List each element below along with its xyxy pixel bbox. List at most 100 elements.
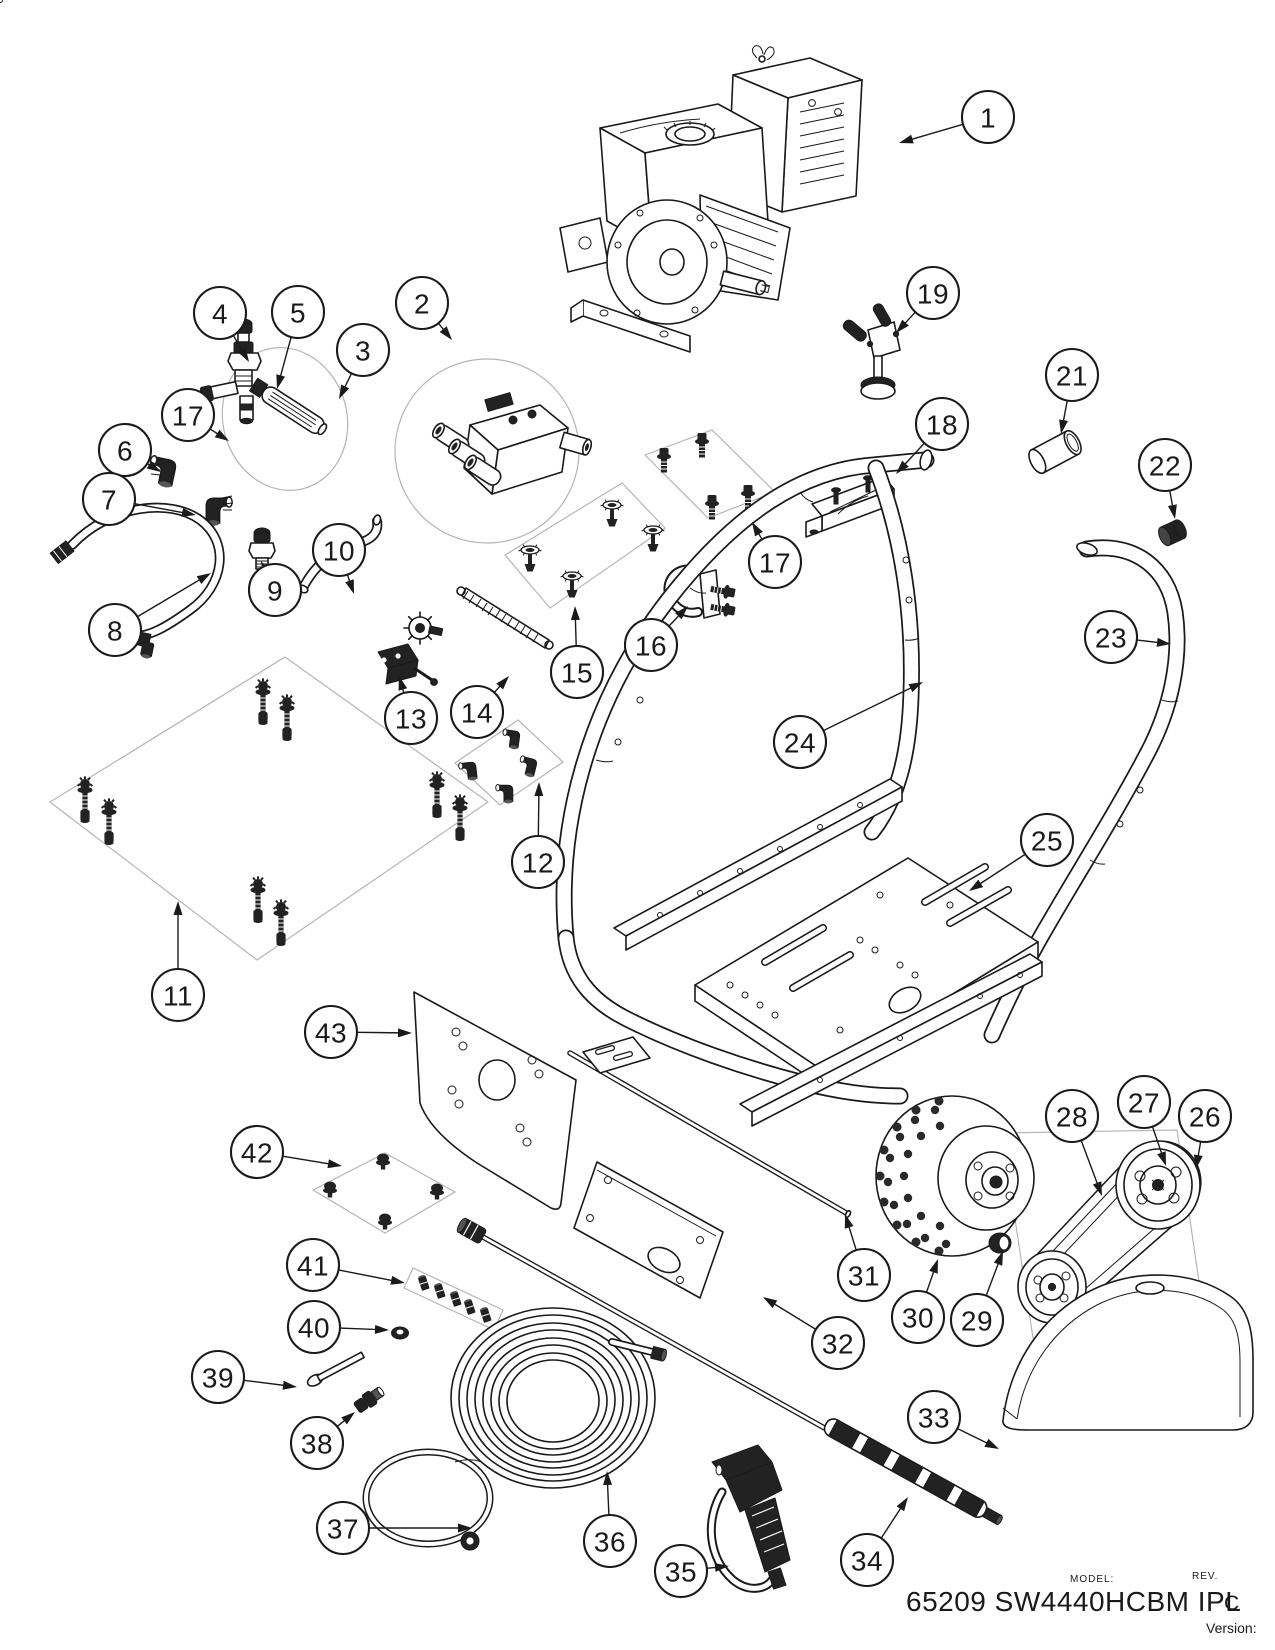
button-bolt-set-42 — [323, 1153, 444, 1230]
rev-label: REV. — [1192, 1571, 1218, 1582]
unloader-handle — [249, 377, 328, 436]
coupler-38 — [353, 1386, 385, 1413]
axle-cap-29 — [988, 1232, 1012, 1254]
callout-15: 15 — [549, 606, 605, 700]
callout-number: 39 — [202, 1363, 234, 1394]
callout-number: 17 — [172, 401, 204, 432]
callout-number: 27 — [1128, 1088, 1160, 1119]
callout-43: 43 — [303, 1004, 412, 1060]
bushing-21 — [1028, 429, 1082, 475]
callout-17: 17 — [160, 387, 229, 443]
belt-guard-33 — [1002, 1274, 1254, 1431]
lance-34 — [456, 1217, 1003, 1525]
callout-11: 11 — [150, 901, 206, 1023]
callout-number: 41 — [297, 1251, 329, 1282]
callout-number: 32 — [822, 1329, 854, 1360]
callout-13: 13 — [383, 676, 439, 746]
callout-number: 22 — [1149, 451, 1181, 482]
callout-30: 30 — [890, 1259, 946, 1345]
callout-40: 40 — [286, 1299, 389, 1355]
model-value: 65209 SW4440HCBM IPL — [906, 1586, 1241, 1617]
callout-8: 8 — [87, 573, 211, 658]
callout-number: 7 — [101, 485, 117, 516]
callout-number: 2 — [414, 289, 430, 320]
callout-6: 6 — [97, 422, 161, 478]
callout-number: 12 — [522, 848, 554, 879]
callout-26: 26 — [1177, 1088, 1233, 1169]
callout-number: 21 — [1056, 361, 1088, 392]
callout-36: 36 — [582, 1471, 638, 1569]
pulley-27 — [1115, 1140, 1201, 1230]
callout-4: 4 — [192, 285, 249, 362]
model-label: MODEL: — [1070, 1574, 1114, 1585]
callout-number: 18 — [926, 410, 958, 441]
hose-coil-36 — [450, 1307, 667, 1489]
knob-gear — [403, 611, 444, 645]
callout-18: 18 — [896, 396, 970, 474]
callout-number: 31 — [848, 1261, 880, 1292]
elbow-fitting-6 — [144, 454, 178, 490]
callout-7: 7 — [81, 471, 196, 527]
callout-number: 34 — [851, 1546, 883, 1577]
callout-24: 24 — [772, 682, 923, 770]
callout-number: 37 — [327, 1514, 359, 1545]
callout-19: 19 — [896, 265, 961, 333]
spring-14 — [403, 586, 554, 650]
wing-nut — [751, 45, 775, 63]
throttle-control-19 — [842, 303, 901, 400]
callout-16: 16 — [623, 606, 688, 673]
callout-12: 12 — [510, 782, 566, 890]
callout-number: 28 — [1056, 1102, 1088, 1133]
callout-34: 34 — [839, 1497, 908, 1588]
callout-number: 10 — [323, 536, 355, 567]
engine — [559, 45, 863, 353]
callout-number: 13 — [395, 704, 427, 735]
callout-number: 38 — [301, 1429, 333, 1460]
callout-2: 2 — [394, 275, 452, 340]
callout-32: 32 — [763, 1297, 866, 1371]
callout-number: 19 — [917, 279, 949, 310]
callout-number: 26 — [1189, 1102, 1221, 1133]
elbow-fitting-7 — [205, 495, 234, 527]
callout-number: 6 — [117, 436, 133, 467]
callout-number: 25 — [1031, 826, 1063, 857]
engine-mount-bracket-18 — [805, 475, 895, 538]
nozzle-set-41 — [416, 1273, 493, 1324]
pump — [429, 392, 593, 495]
callout-23: 23 — [1083, 609, 1171, 665]
callout-number: 24 — [784, 728, 816, 759]
screw-set-15 — [517, 498, 666, 599]
callout-5: 5 — [270, 284, 326, 389]
grommet-40 — [391, 1326, 409, 1340]
callout-number: 9 — [267, 576, 283, 607]
unloader-valve — [199, 318, 328, 436]
version-label: Version: — [1206, 1620, 1257, 1636]
side-plate-32 — [573, 1161, 724, 1299]
callout-38: 38 — [289, 1412, 355, 1471]
callout-number: 43 — [315, 1018, 347, 1049]
callout-1: 1 — [899, 89, 1016, 145]
pump-mount-plate-43 — [413, 991, 577, 1210]
callout-number: 40 — [298, 1313, 330, 1344]
callout-41: 41 — [285, 1237, 405, 1293]
callout-10: 10 — [311, 522, 367, 594]
callout-number: 8 — [107, 616, 123, 647]
switch-13 — [377, 643, 438, 686]
callout-number: 35 — [665, 1557, 697, 1588]
callout-14: 14 — [449, 676, 509, 740]
callout-number: 4 — [212, 299, 228, 330]
callout-22: 22 — [1137, 437, 1193, 519]
bolt-set-17 — [656, 432, 756, 520]
callout-31: 31 — [836, 1214, 892, 1303]
callout-number: 30 — [902, 1303, 934, 1334]
callout-number: 36 — [594, 1527, 626, 1558]
callout-number: 15 — [561, 658, 593, 689]
rev-value: C — [1224, 1592, 1239, 1615]
callout-number: 23 — [1095, 623, 1127, 654]
callout-42: 42 — [229, 1124, 342, 1180]
callout-number: 3 — [355, 336, 371, 367]
footer: MODEL: 65209 SW4440HCBM IPL REV. C Versi… — [906, 1571, 1257, 1636]
